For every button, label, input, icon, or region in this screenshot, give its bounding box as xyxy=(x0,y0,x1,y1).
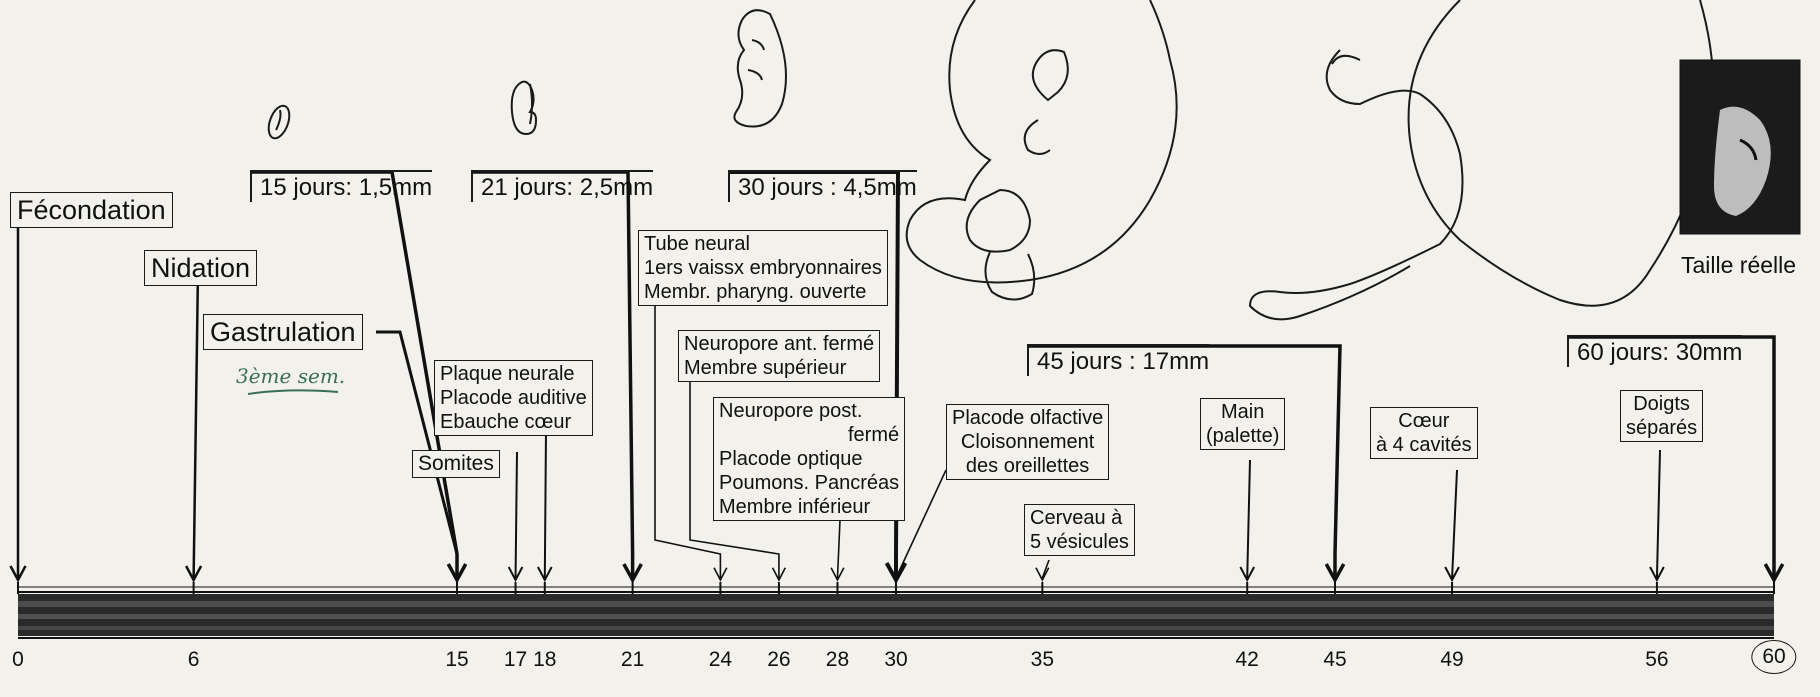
handwritten-note: 3ème sem. xyxy=(236,364,345,388)
axis-tick-label: 45 xyxy=(1323,648,1346,672)
axis-tick-label: 35 xyxy=(1031,648,1054,672)
axis-tick-label: 42 xyxy=(1236,648,1259,672)
box-gastrulation: Gastrulation xyxy=(203,314,363,350)
stage-label-30-days: 30 jours : 4,5mm xyxy=(728,170,917,202)
axis-tick-label: 60 xyxy=(1751,640,1796,674)
embryo-30d-sketch xyxy=(734,10,786,126)
axis-tick-label: 49 xyxy=(1440,648,1463,672)
stage-label-60-days: 60 jours: 30mm xyxy=(1567,335,1742,367)
embryo-15d-sketch xyxy=(265,103,294,141)
embryo-21d-sketch xyxy=(512,82,536,134)
event-arrow xyxy=(1657,450,1660,578)
axis-tick-label: 26 xyxy=(767,648,790,672)
axis-tick-label: 17 xyxy=(504,648,527,672)
axis-tick-label: 30 xyxy=(884,648,907,672)
axis-tick-label: 18 xyxy=(533,648,556,672)
box-neuropore-post: Neuropore post. fermé Placode optique Po… xyxy=(713,397,905,521)
box-fecondation: Fécondation xyxy=(10,192,173,228)
axis-tick-label: 24 xyxy=(709,648,732,672)
stage-label-21-days: 21 jours: 2,5mm xyxy=(471,170,653,202)
axis-tick-label: 0 xyxy=(12,648,24,672)
embryo-45d-sketch xyxy=(907,0,1177,300)
stage-label-45-days: 45 jours : 17mm xyxy=(1027,344,1209,376)
event-arrow xyxy=(194,270,198,578)
event-arrow xyxy=(1567,337,1774,578)
embryo-60d-sketch xyxy=(1250,0,1713,319)
axis-tick-label: 28 xyxy=(826,648,849,672)
axis-tick-label: 15 xyxy=(445,648,468,672)
arrow-head xyxy=(1036,568,1049,580)
axis-tick-label: 56 xyxy=(1645,648,1668,672)
box-main: Main(palette) xyxy=(1200,398,1285,450)
stage-label-15-days: 15 jours: 1,5mm xyxy=(250,170,432,202)
actual-size-caption: Taille réelle xyxy=(1681,252,1796,279)
event-arrow xyxy=(837,520,840,578)
event-arrow xyxy=(545,430,546,578)
event-arrow xyxy=(516,452,517,578)
axis-tick-label: 21 xyxy=(621,648,644,672)
box-nidation: Nidation xyxy=(144,250,257,286)
event-arrow xyxy=(1247,460,1250,578)
box-somites: Somites xyxy=(412,450,500,478)
axis-tick-label: 6 xyxy=(188,648,200,672)
event-arrow xyxy=(1452,470,1457,578)
